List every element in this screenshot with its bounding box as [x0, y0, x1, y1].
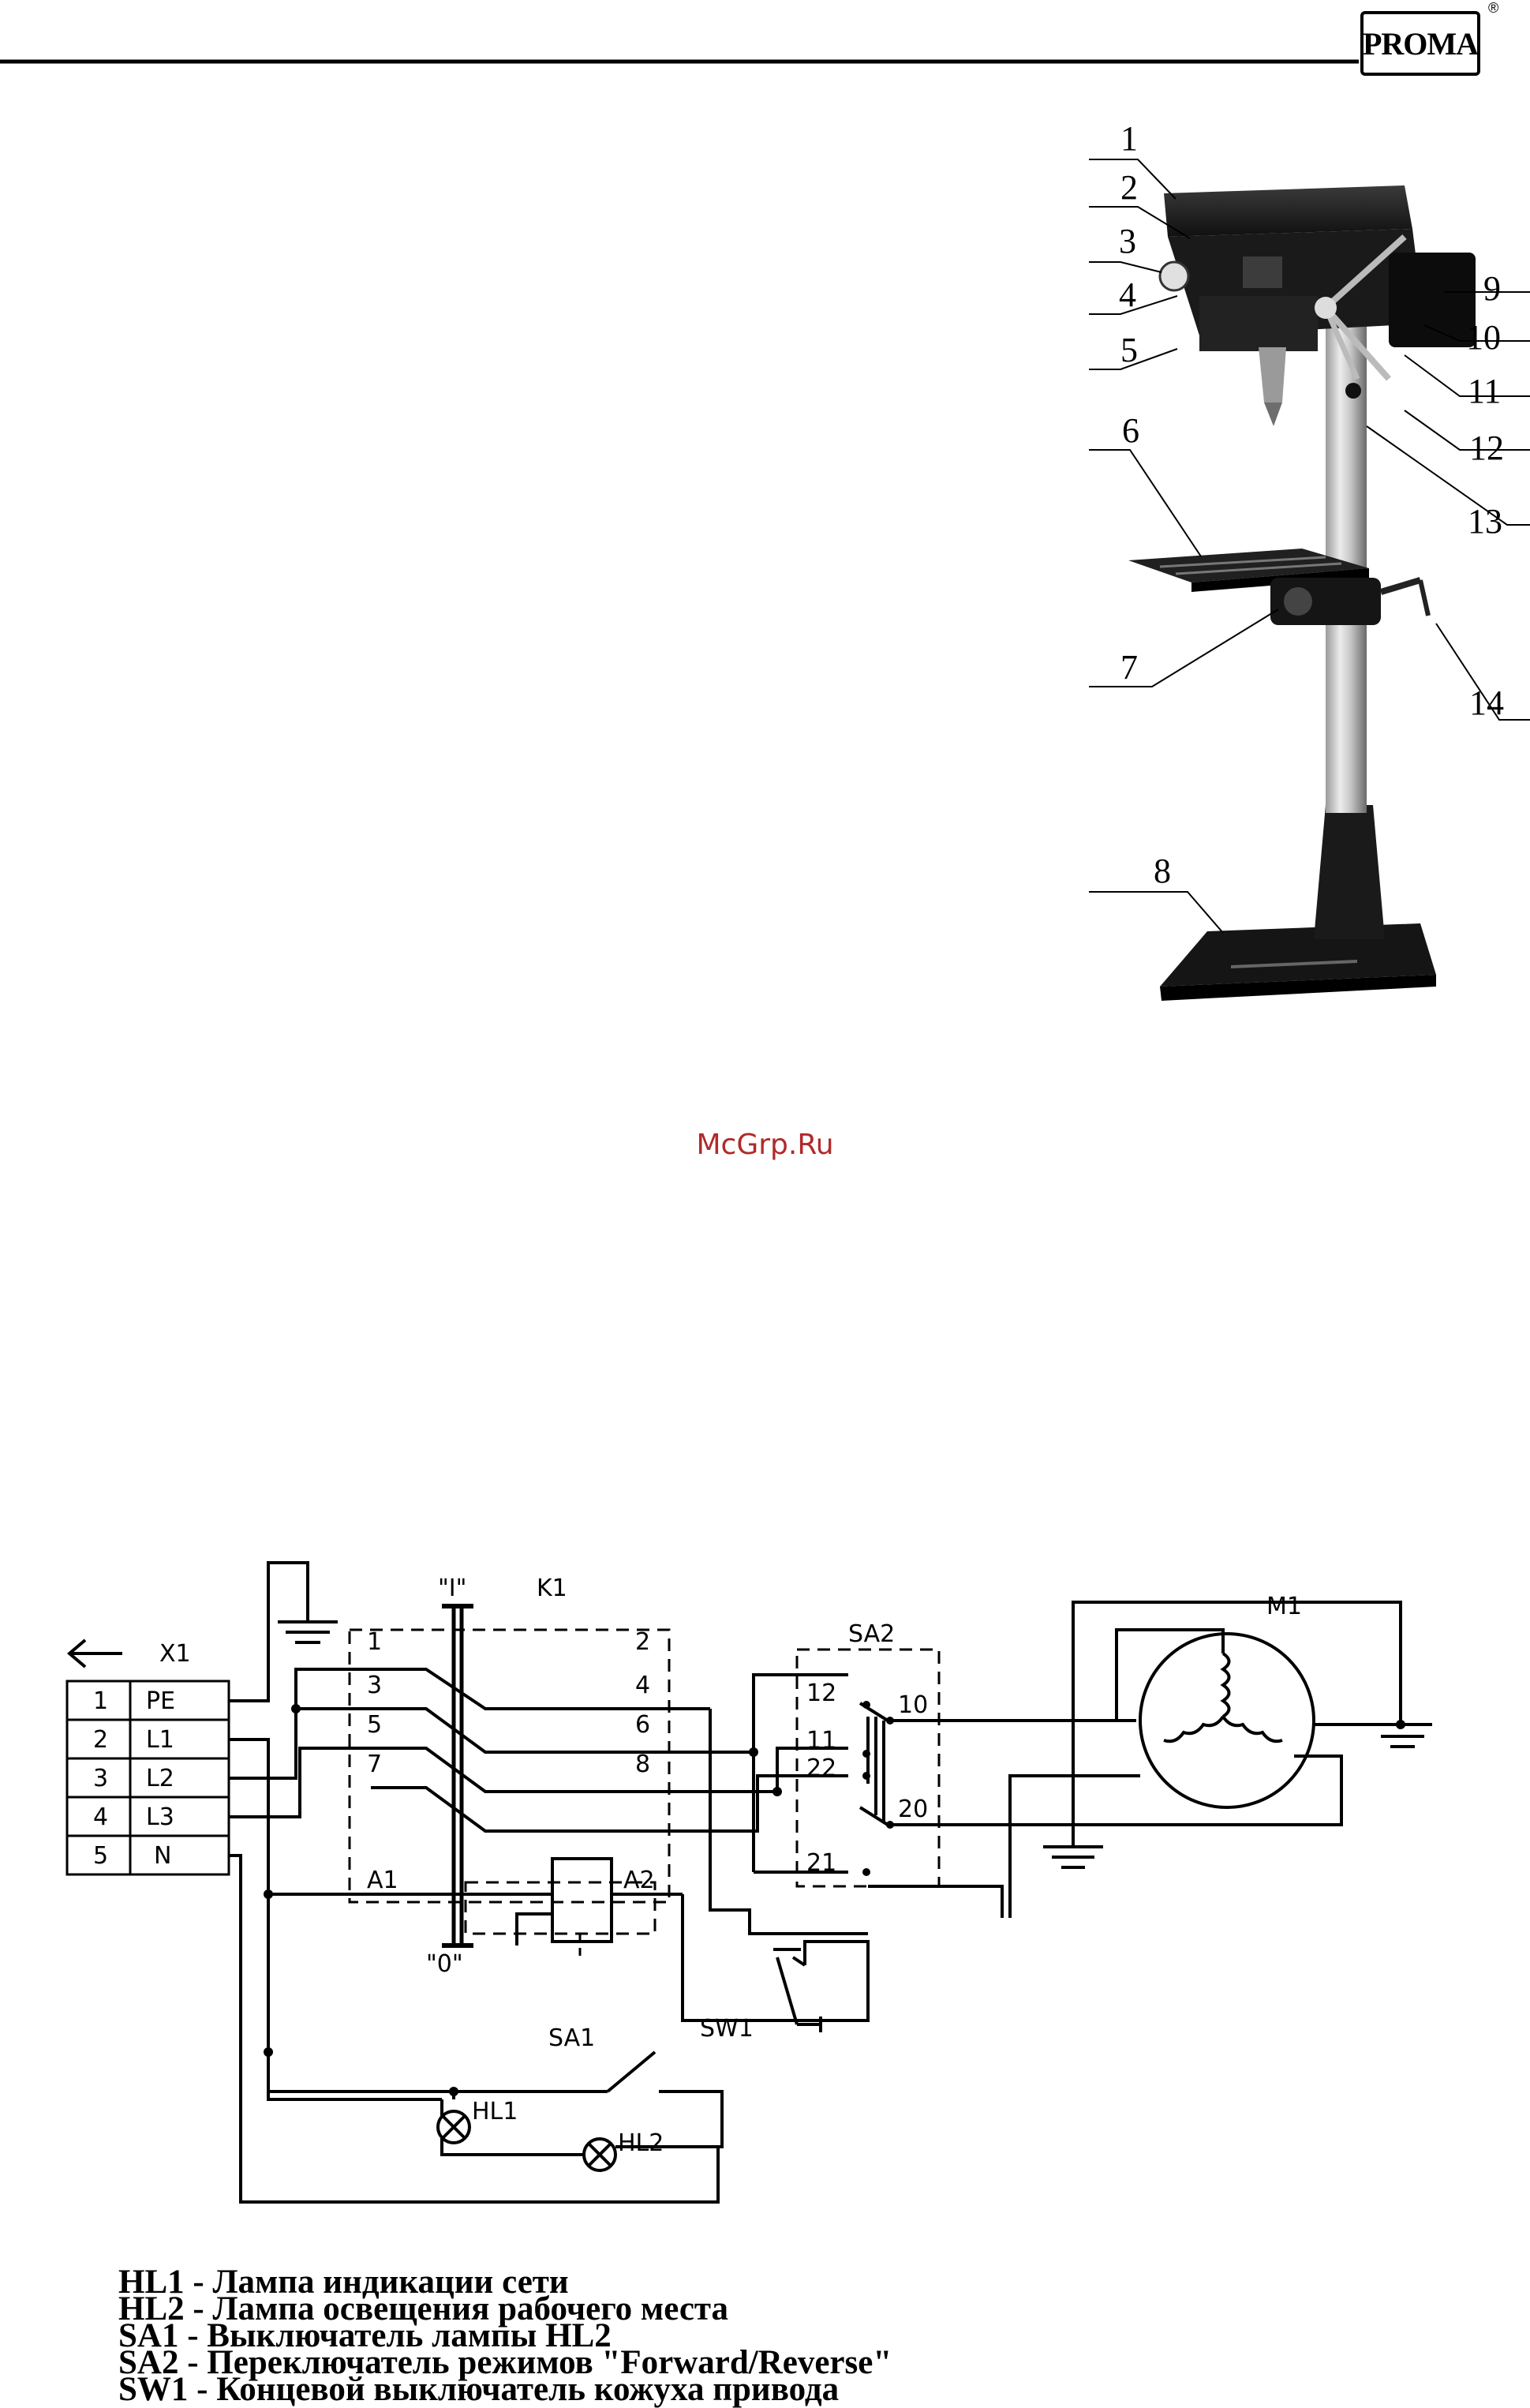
brand-logo: PROMA [1360, 11, 1480, 76]
motor-windings [1163, 1652, 1283, 1743]
component-legend: HL1 - Лампа индикации сети HL2 - Лампа о… [118, 2264, 892, 2408]
drill-press-illustration: 1 2 3 4 5 6 7 8 9 10 11 12 13 14 [1089, 119, 1530, 1001]
k1-label: K1 [537, 1575, 567, 1602]
callout-12: 12 [1469, 429, 1504, 467]
wiring-schematic: X1 1 PE 2 L1 3 L2 4 L3 5 N "I" K1 "0" 1 … [65, 1561, 1432, 2204]
k1-term-1: 1 [367, 1628, 382, 1656]
k1-term-5: 5 [367, 1711, 382, 1739]
callout-1: 1 [1120, 119, 1138, 158]
k1-term-6: 6 [635, 1711, 650, 1739]
x1-row-5-name: N [154, 1842, 171, 1870]
x1-row-2-name: L1 [146, 1726, 174, 1754]
x1-row-3-name: L2 [146, 1765, 174, 1792]
k1-term-4: 4 [635, 1672, 650, 1699]
m1-label: M1 [1266, 1593, 1302, 1620]
x1-row-4-name: L3 [146, 1803, 174, 1831]
x1-row-3-num: 3 [93, 1765, 108, 1792]
sa2-term-20: 20 [898, 1796, 928, 1823]
callout-4: 4 [1119, 275, 1136, 314]
registered-mark: ® [1488, 0, 1499, 16]
callout-13: 13 [1468, 502, 1502, 541]
x1-row-5-num: 5 [93, 1842, 108, 1870]
sa1-label: SA1 [548, 2024, 595, 2052]
k1-off-label: "0" [426, 1950, 463, 1978]
sa2-term-12: 12 [806, 1680, 836, 1707]
header-rule [0, 59, 1359, 64]
x1-row-4-num: 4 [93, 1803, 108, 1831]
callout-6: 6 [1122, 411, 1139, 450]
brand-logo-text: PROMA [1362, 25, 1479, 62]
legend-sw1: SW1 - Концевой выключатель кожуха привод… [118, 2371, 840, 2408]
k1-coil-a2: A2 [623, 1867, 655, 1894]
k1-term-7: 7 [367, 1751, 382, 1778]
junction-dots [264, 1701, 1405, 2096]
drill-press-body [1128, 185, 1476, 1001]
callout-7: 7 [1120, 648, 1138, 687]
legend-sa1: SA1 - Выключатель лампы HL2 [118, 2317, 612, 2354]
k1-term-8: 8 [635, 1751, 650, 1778]
k1-coil-a1: A1 [367, 1867, 398, 1894]
x1-row-2-num: 2 [93, 1726, 108, 1754]
k1-on-label: "I" [438, 1575, 466, 1602]
k1-term-2: 2 [635, 1628, 650, 1656]
callout-10: 10 [1466, 318, 1501, 357]
callout-2: 2 [1120, 168, 1138, 207]
callout-leaders [1089, 159, 1530, 934]
sa2-term-11: 11 [806, 1727, 836, 1755]
x1-label: X1 [159, 1640, 191, 1668]
legend-hl1: HL1 - Лампа индикации сети [118, 2264, 569, 2301]
hl2-label: HL2 [618, 2129, 664, 2157]
callout-8: 8 [1154, 852, 1171, 890]
sa2-term-22: 22 [806, 1755, 836, 1782]
k1-term-3: 3 [367, 1672, 382, 1699]
hl1-label: HL1 [472, 2098, 518, 2125]
watermark: McGrp.Ru [696, 1129, 834, 1161]
sw1-label: SW1 [700, 2015, 754, 2043]
callout-5: 5 [1120, 331, 1138, 369]
legend-sa2: SA2 - Переключатель режимов "Forward/Rev… [118, 2344, 892, 2381]
x1-row-1-num: 1 [93, 1687, 108, 1715]
sa2-term-21: 21 [806, 1849, 836, 1877]
schematic-wires [65, 1561, 1432, 2204]
legend-hl2: HL2 - Лампа освещения рабочего места [118, 2290, 729, 2327]
sa2-term-10: 10 [898, 1691, 928, 1719]
x1-row-1-name: PE [146, 1687, 175, 1715]
sa2-label: SA2 [848, 1620, 895, 1648]
schematic-labels: X1 1 PE 2 L1 3 L2 4 L3 5 N "I" K1 "0" 1 … [93, 1575, 1302, 2157]
callout-14: 14 [1469, 683, 1504, 722]
callout-numbers: 1 2 3 4 5 6 7 8 9 10 11 12 13 14 [1119, 119, 1504, 890]
callout-9: 9 [1483, 269, 1501, 308]
callout-11: 11 [1468, 372, 1501, 410]
callout-3: 3 [1119, 222, 1136, 260]
lamp-symbols [436, 2110, 617, 2172]
